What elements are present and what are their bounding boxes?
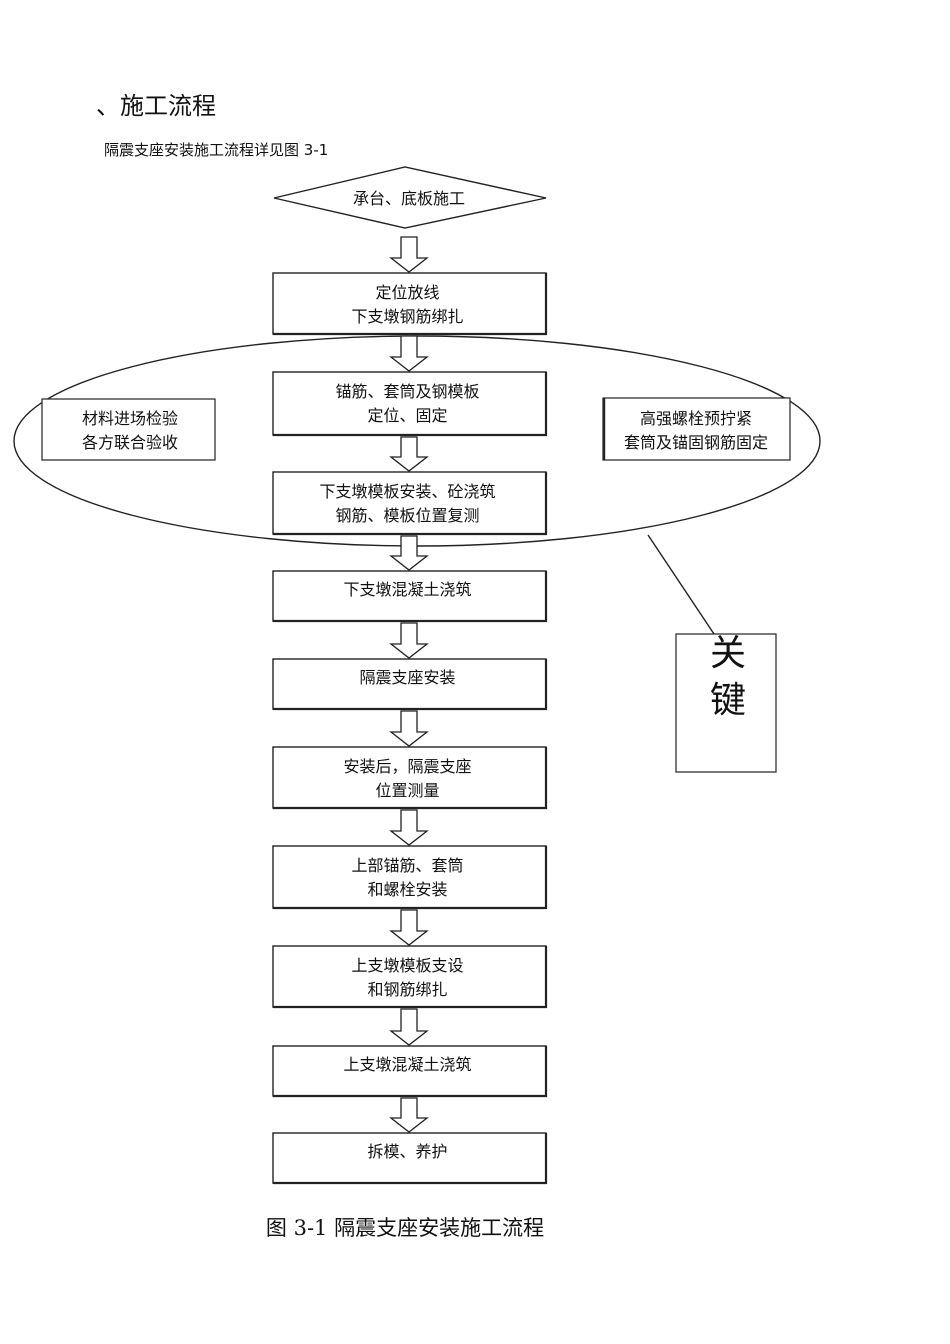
key-label-char-1: 关 — [710, 633, 746, 674]
flow-step-box — [272, 1045, 547, 1097]
right-note-box — [602, 397, 791, 461]
flow-step-label: 下支墩混凝土浇筑 — [343, 580, 471, 599]
right-note-line-1: 高强螺栓预拧紧 — [640, 409, 752, 428]
intro-text: 隔震支座安装施工流程详见图 3-1 — [104, 141, 329, 159]
flow-step-edge — [273, 1133, 548, 1185]
key-label-box — [675, 633, 777, 773]
flow-step-label: 和螺栓安装 — [367, 880, 447, 899]
flow-step-label: 钢筋、模板位置复测 — [335, 506, 479, 525]
flow-arrow — [389, 710, 429, 747]
flow-step-label: 上支墩模板支设 — [351, 956, 463, 975]
flow-arrow — [389, 535, 429, 571]
flow-arrow — [389, 909, 429, 946]
flow-arrow — [389, 1008, 429, 1046]
flow-arrow — [389, 236, 429, 273]
flow-steps: 定位放线下支墩钢筋绑扎锚筋、套筒及钢模板定位、固定下支墩模板安装、砼浇筑钢筋、模… — [272, 272, 548, 1185]
start-node-label: 承台、底板施工 — [353, 189, 465, 208]
right-note-line-2: 套筒及锚固钢筋固定 — [624, 433, 768, 452]
section-heading: 、施工流程 — [96, 92, 216, 120]
start-node-shape — [273, 166, 547, 229]
flow-step-edge — [273, 747, 548, 810]
flow-step-edge — [273, 372, 548, 437]
flow-step-label: 下支墩钢筋绑扎 — [351, 307, 463, 326]
flow-step-label: 定位、固定 — [367, 406, 447, 425]
flow-step-box — [272, 272, 547, 335]
flow-step-edge — [273, 1046, 548, 1098]
flow-arrow — [389, 436, 429, 472]
flow-arrow — [389, 809, 429, 846]
flow-step-edge — [273, 946, 548, 1009]
flow-step-edge — [273, 846, 548, 910]
key-label-char-2: 键 — [710, 680, 746, 721]
flow-step-box — [272, 746, 547, 809]
flow-step-box — [272, 570, 547, 622]
figure-caption: 图 3-1 隔震支座安装施工流程 — [265, 1216, 545, 1240]
flow-arrows — [389, 236, 429, 1133]
key-pointer-line — [647, 534, 715, 635]
flow-step-edge — [273, 472, 548, 536]
flow-step-edge — [273, 571, 548, 623]
flow-step-label: 拆模、养护 — [367, 1142, 447, 1161]
flow-arrow — [389, 622, 429, 659]
flow-step-edge — [273, 273, 548, 336]
flow-step-label: 和钢筋绑扎 — [367, 980, 447, 999]
flow-arrow — [389, 335, 429, 372]
flow-step-label: 位置测量 — [375, 781, 439, 800]
flow-step-label: 锚筋、套筒及钢模板 — [335, 382, 479, 401]
flow-step-label: 隔震支座安装 — [359, 668, 455, 687]
flow-step-label: 安装后，隔震支座 — [343, 757, 471, 776]
left-note-box — [41, 398, 216, 461]
left-note-line-2: 各方联合验收 — [82, 433, 178, 452]
flow-step-edge — [273, 659, 548, 711]
flow-step-label: 定位放线 — [375, 283, 439, 302]
flow-step-label: 上部锚筋、套筒 — [351, 856, 463, 875]
flow-step-label: 下支墩模板安装、砼浇筑 — [319, 482, 495, 501]
flow-step-label: 上支墩混凝土浇筑 — [343, 1055, 471, 1074]
flow-step-box — [272, 658, 547, 710]
flow-arrow — [389, 1097, 429, 1133]
flow-step-box — [272, 471, 547, 535]
left-note-line-1: 材料进场检验 — [82, 409, 178, 428]
flow-step-box — [272, 845, 547, 909]
flow-step-box — [272, 945, 547, 1008]
